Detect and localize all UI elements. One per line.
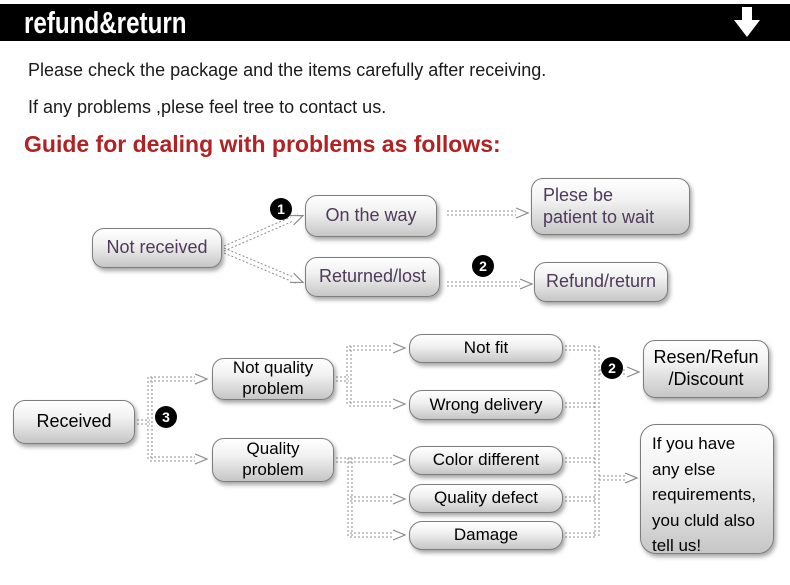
down-arrow-icon — [734, 7, 760, 37]
node-quality-defect: Quality defect — [409, 484, 563, 513]
badge-2: 2 — [472, 255, 494, 277]
node-note-requirements: If you have any else requirements, you c… — [640, 424, 774, 555]
badge-2-result: 2 — [601, 357, 623, 379]
node-refund-return: Refund/return — [534, 262, 668, 302]
node-damage: Damage — [409, 521, 563, 550]
badge-3: 3 — [155, 406, 177, 428]
node-received: Received — [13, 400, 135, 444]
header-bar: refund&return — [0, 4, 790, 41]
banner-title: refund&return — [24, 5, 187, 40]
node-not-fit: Not fit — [409, 334, 563, 363]
node-color-different: Color different — [409, 446, 563, 475]
intro-line-2: If any problems ,plese feel tree to cont… — [28, 97, 387, 117]
node-resend-refund-discount: Resen/Refun /Discount — [643, 340, 769, 398]
node-quality-problem: Quality problem — [212, 438, 334, 482]
guide-heading: Guide for dealing with problems as follo… — [24, 131, 501, 157]
intro-line-1: Please check the package and the items c… — [28, 60, 547, 80]
badge-1: 1 — [270, 198, 292, 220]
node-plese-be-patient: Plese be patient to wait — [531, 178, 690, 235]
node-not-received: Not received — [92, 228, 222, 268]
node-wrong-delivery: Wrong delivery — [409, 390, 563, 420]
node-returned-lost: Returned/lost — [305, 257, 440, 297]
node-not-quality-problem: Not quality problem — [212, 358, 334, 400]
node-on-the-way: On the way — [305, 195, 437, 237]
